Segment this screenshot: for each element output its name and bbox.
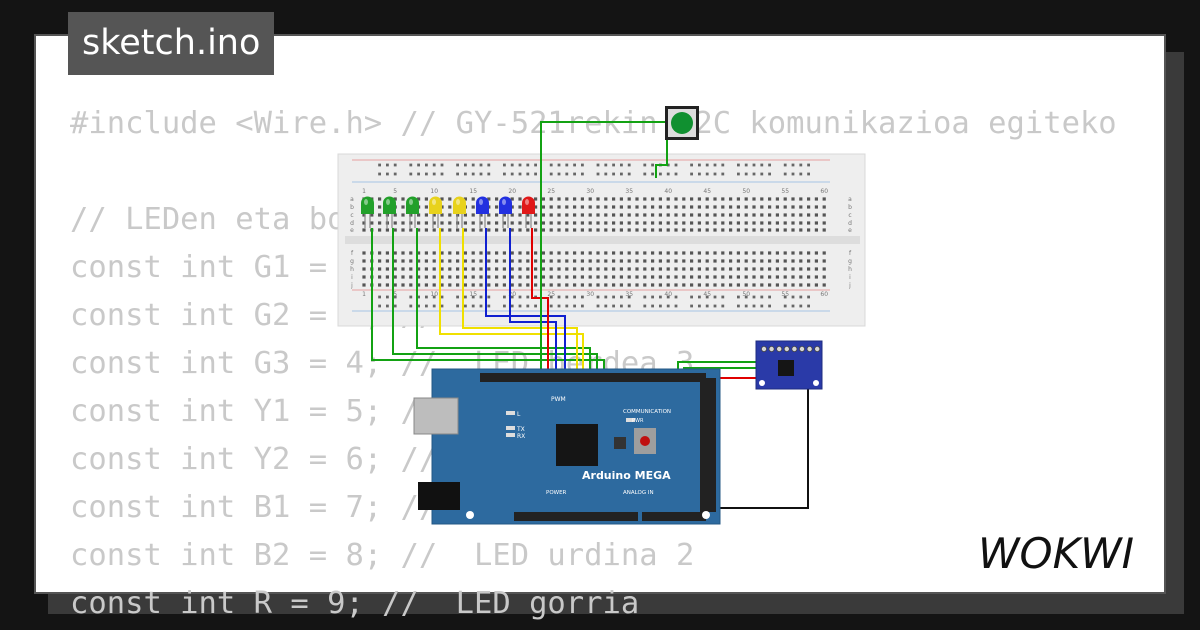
analog-in-label: ANALOG IN [623,490,654,496]
sensor-chip-icon [778,360,794,376]
arduino-board: Arduino MEGA PWM COMMUNICATION POWER ANA… [413,368,721,525]
led [383,196,397,228]
wokwi-logo: WOKWI [978,529,1134,578]
column-number: 45 [703,188,711,195]
tx-label: TX [516,426,525,433]
wire-green [540,121,671,382]
power-label: POWER [546,490,567,496]
code-line: const int R = 9; // LED gorria [70,586,640,621]
column-number: 40 [664,188,672,195]
wire-green [392,228,598,382]
wire-blue [485,228,566,382]
column-number: 25 [547,188,555,195]
column-number: 55 [781,188,789,195]
column-number: 45 [703,291,711,298]
wire-yellow [462,228,578,382]
column-number: 60 [820,291,828,298]
led [522,196,535,228]
row-letter: f [849,250,852,257]
mcu-chip-icon [556,424,598,466]
column-number: 20 [508,188,516,195]
column-number: 15 [469,291,477,298]
column-number: 35 [625,291,633,298]
column-number: 40 [664,291,672,298]
column-number: 15 [469,188,477,195]
wokwi-logo-text: WOKWI [978,529,1134,578]
column-number: 35 [625,188,633,195]
row-letter: h [350,266,354,273]
column-number: 5 [393,291,397,298]
row-letter: h [848,266,852,273]
led [476,196,489,228]
row-letter: i [351,274,353,281]
column-number: 25 [547,291,555,298]
pwm-label: PWM [551,396,566,403]
row-letter: e [848,227,852,234]
row-letter: a [848,196,852,203]
usb-port-icon [413,397,459,435]
l-led-label: L [517,411,521,418]
column-number: 10 [430,291,438,298]
led [453,196,466,228]
led [429,196,442,228]
column-number: 30 [586,188,594,195]
column-number: 5 [393,188,397,195]
row-letter: a [350,196,354,203]
row-letter: e [350,227,354,234]
push-button[interactable] [665,106,699,140]
row-letter: g [848,258,852,265]
column-number: 1 [362,188,366,195]
code-line: #include <Wire.h> // GY-521rekin I2C kom… [70,106,1117,141]
row-letter: g [350,258,354,265]
column-number: 55 [781,291,789,298]
column-number: 60 [820,188,828,195]
wire-black [714,350,809,509]
pwr-label: PWR [632,418,644,424]
breadboard: 1155101015152020252530303535404045455050… [337,153,866,327]
column-number: 1 [362,291,366,298]
column-number: 20 [508,291,516,298]
row-letter: j [350,282,353,289]
led [361,196,374,228]
column-number: 50 [742,291,750,298]
gy521-pins [761,345,821,352]
board-name: Arduino MEGA [582,469,671,482]
wire-green [655,140,668,178]
row-letter: i [849,274,851,281]
row-letter: d [350,220,354,227]
button-cap-icon [671,112,693,134]
power-jack-icon [418,482,460,510]
row-letter: d [848,220,852,227]
gy521-module [755,340,823,390]
file-tab[interactable]: sketch.ino [68,12,275,75]
row-letter: j [848,282,851,289]
wire-blue [509,228,557,382]
breadboard-column-numbers: 1155101015152020252530303535404045455050… [362,188,828,298]
led [499,196,512,228]
column-number: 10 [430,188,438,195]
wire-green [416,228,591,382]
led [406,196,419,228]
wire-yellow [439,228,584,382]
row-letter: c [848,212,851,219]
row-letter: b [848,204,852,211]
column-number: 30 [586,291,594,298]
code-line: const int B2 = 8; // LED urdina 2 [70,538,695,573]
row-letter: f [351,250,354,257]
row-letter: b [350,204,354,211]
communication-label: COMMUNICATION [623,409,671,415]
column-number: 50 [742,188,750,195]
led-group [361,196,535,228]
reset-button-icon[interactable] [640,436,650,446]
row-letter: c [350,212,353,219]
rx-label: RX [517,433,525,440]
